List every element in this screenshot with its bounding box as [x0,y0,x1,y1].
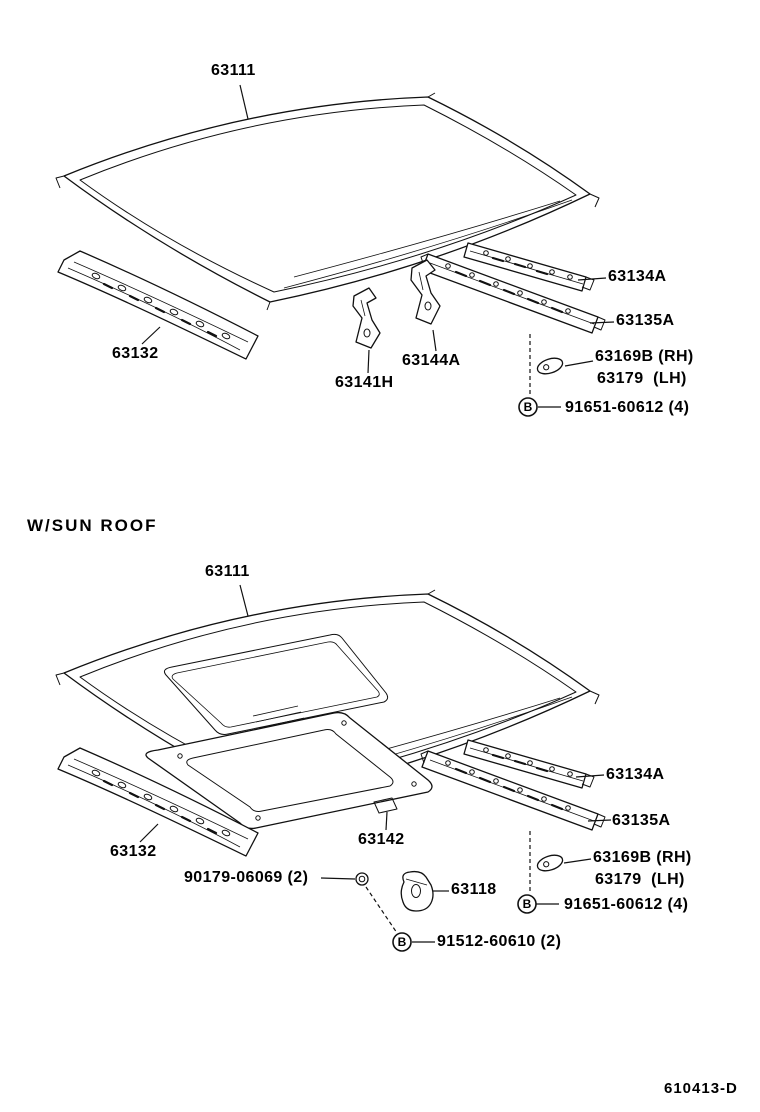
fastener-marker-b-top[interactable]: B [518,397,538,417]
sunroof-frame-drawing [145,711,433,830]
screw-drawing [355,872,369,886]
label-roof-member-135-sunroof[interactable]: 63135A [612,812,671,829]
fastener-letter: B [524,400,533,414]
sunroof-section-heading: W/SUN ROOF [27,516,158,535]
label-roof-panel-top[interactable]: 63111 [211,62,256,79]
roof-brace-144-drawing [410,259,441,325]
fastener-marker-b2-bottom[interactable]: B [392,932,412,952]
standard-roof-diagram: B [55,84,615,417]
label-roof-member-134-top[interactable]: 63134A [608,268,667,285]
label-roof-brace-144[interactable]: 63144A [402,352,461,369]
label-plate-rh-top[interactable]: 63169B (RH) [595,348,694,365]
drain-bracket-drawing [400,870,434,912]
label-sunroof-frame[interactable]: 63142 [358,831,405,848]
fastener-marker-b1-bottom[interactable]: B [517,894,537,914]
label-drain-bracket[interactable]: 63118 [451,881,497,898]
label-plate-rh-sunroof[interactable]: 63169B (RH) [593,849,692,866]
fastener-letter: B [523,897,532,911]
leader-lines-bottom [139,584,612,943]
label-roof-panel-sunroof[interactable]: 63111 [205,563,250,580]
sunroof-opening-drawing [164,633,389,735]
label-screw[interactable]: 90179-06069 (2) [184,869,309,886]
fastener-letter: B [398,935,407,949]
label-roof-brace-141[interactable]: 63141H [335,374,394,391]
label-bolt-top[interactable]: 91651-60612 (4) [565,399,690,416]
label-roof-member-134-sunroof[interactable]: 63134A [606,766,665,783]
roof-brace-141-drawing [352,287,381,349]
label-windshield-header-sunroof[interactable]: 63132 [110,843,157,860]
label-bolt-sunroof[interactable]: 91651-60612 (4) [564,896,689,913]
label-bolt2-sunroof[interactable]: 91512-60610 (2) [437,933,562,950]
label-windshield-header-top[interactable]: 63132 [112,345,159,362]
label-plate-lh-sunroof[interactable]: 63179 (LH) [595,871,685,888]
sunroof-diagram: B B [55,584,612,952]
label-roof-member-135-top[interactable]: 63135A [616,312,675,329]
drawing-code: 610413-D [664,1080,738,1097]
label-plate-lh-top[interactable]: 63179 (LH) [597,370,687,387]
leader-lines-top [141,84,615,408]
